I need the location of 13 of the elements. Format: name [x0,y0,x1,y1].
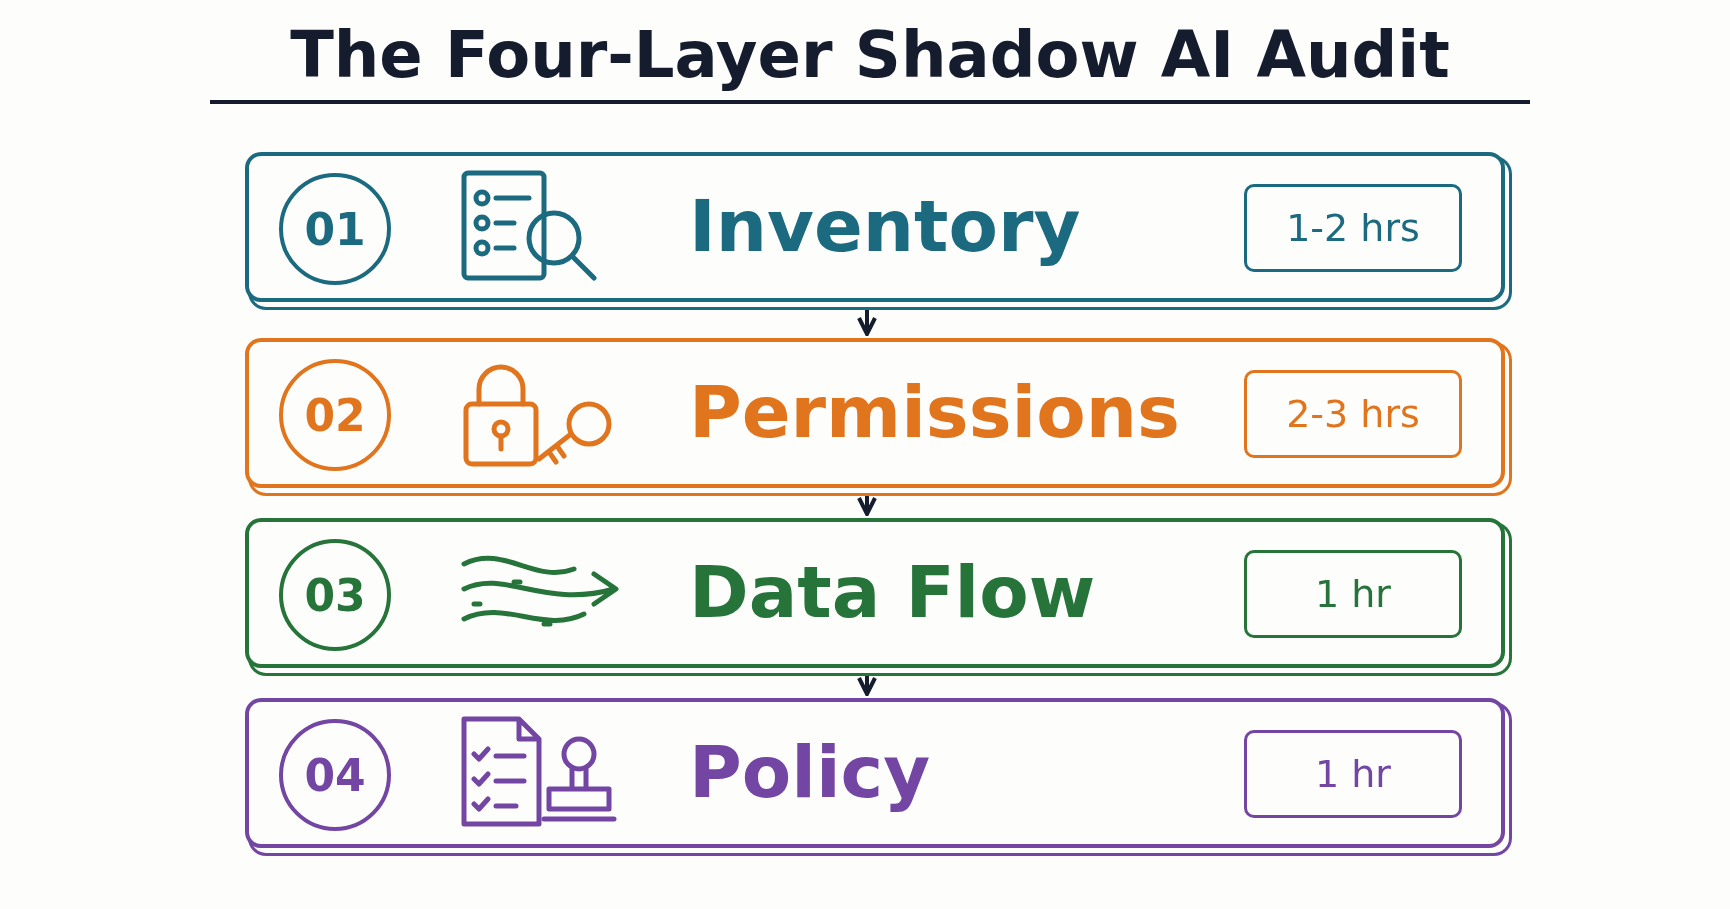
step-heading: Permissions [689,370,1180,454]
step-number-circle: 02 [279,359,391,471]
duration-tag: 1-2 hrs [1244,184,1462,272]
step-number-circle: 03 [279,539,391,651]
step-number-circle: 01 [279,173,391,285]
duration-tag: 1 hr [1244,550,1462,638]
duration-tag: 2-3 hrs [1244,370,1462,458]
step-number-circle: 04 [279,719,391,831]
title: The Four-Layer Shadow AI Audit [210,18,1530,104]
step-heading: Policy [689,730,931,814]
step-heading: Data Flow [689,550,1096,634]
duration-tag: 1 hr [1244,730,1462,818]
step-heading: Inventory [689,184,1081,268]
